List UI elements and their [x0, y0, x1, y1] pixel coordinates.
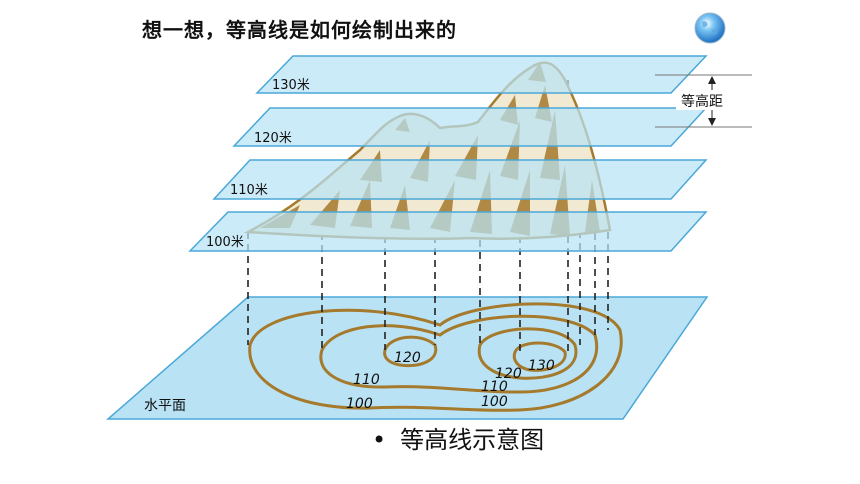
- contour-label: 110: [353, 372, 380, 388]
- contour-100: [248, 302, 623, 412]
- contour-lines: [248, 302, 623, 412]
- plane-label-120: 120米: [254, 131, 292, 146]
- contour-label: 120: [394, 350, 421, 366]
- contour-label: 100: [481, 394, 508, 410]
- contour-interval-label: 等高距: [681, 93, 723, 110]
- slicing-planes: [188, 55, 708, 252]
- contour-label: 100: [346, 396, 373, 412]
- contour-130: [512, 341, 567, 372]
- diagram-caption: • 等高线示意图: [372, 420, 544, 455]
- contour-120-right: [477, 327, 578, 380]
- plane-100: [188, 211, 708, 252]
- plane-label-130: 130米: [272, 78, 310, 93]
- plane-label-110: 110米: [230, 183, 268, 198]
- contour-label: 110: [481, 379, 508, 395]
- caption-bullet: •: [372, 426, 387, 454]
- contour-label: 120: [495, 366, 522, 382]
- plane-label-100: 100米: [206, 235, 244, 250]
- contour-110: [319, 314, 599, 394]
- base-plane-label: 水平面: [144, 398, 186, 414]
- plane-130: [255, 55, 708, 94]
- globe-icon[interactable]: [694, 12, 726, 44]
- page-title: 想一想，等高线是如何绘制出来的: [142, 18, 457, 42]
- plane-110: [212, 159, 708, 200]
- contour-label: 130: [528, 358, 555, 374]
- contour-120-left: [383, 335, 438, 368]
- plane-120: [232, 107, 708, 147]
- caption-text: 等高线示意图: [400, 426, 545, 454]
